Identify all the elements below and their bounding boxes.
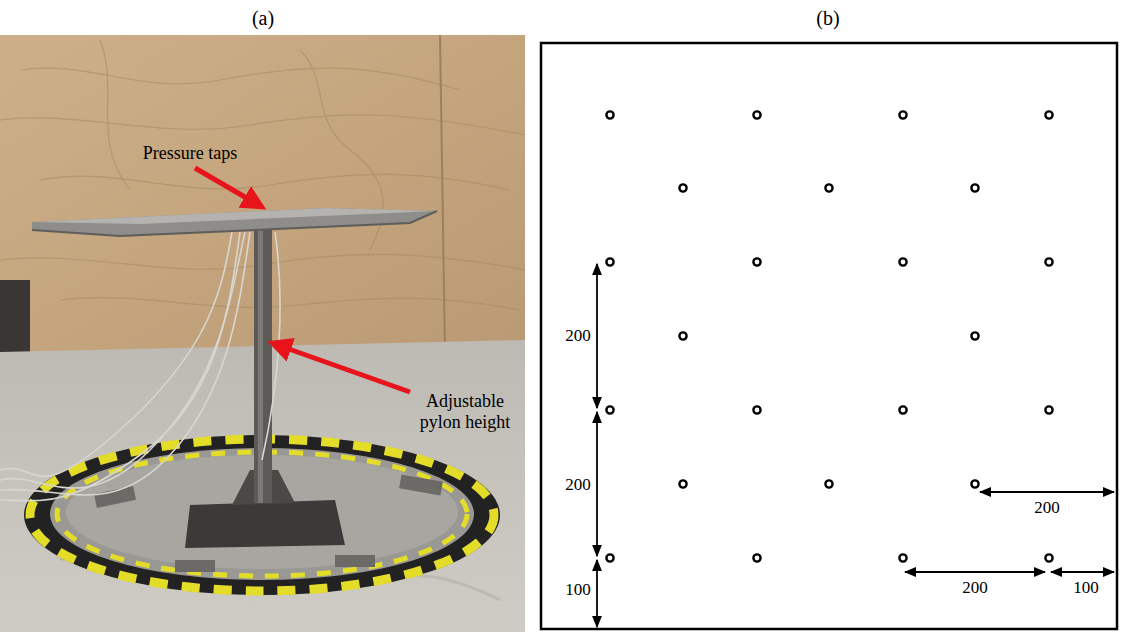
pressure-tap <box>899 258 906 265</box>
dimension-label: 100 <box>1071 578 1101 598</box>
callout-arrow <box>272 343 410 392</box>
pressure-tap <box>1045 258 1052 265</box>
pressure-tap <box>1045 554 1052 561</box>
panel-label: (b) <box>816 7 839 30</box>
dimension-arrow <box>980 491 1114 493</box>
flat-plate <box>32 208 437 236</box>
pressure-tap <box>825 184 832 191</box>
dimension-label: 100 <box>563 580 593 600</box>
pressure-tap <box>753 258 760 265</box>
pressure-tap <box>679 184 686 191</box>
pressure-tap <box>971 332 978 339</box>
dimension-label: 200 <box>563 475 593 495</box>
pressure-tap <box>606 111 613 118</box>
dimension-label: 200 <box>1032 498 1062 518</box>
pressure-tap <box>679 480 686 487</box>
pressure-tap <box>679 332 686 339</box>
pressure-tap <box>606 406 613 413</box>
dimension-arrow <box>596 560 598 627</box>
dimension-label: 200 <box>563 326 593 346</box>
pressure-tap <box>825 480 832 487</box>
pressure-tap <box>899 406 906 413</box>
panel-label: (a) <box>252 7 274 30</box>
photo <box>0 35 525 632</box>
pylon <box>185 228 345 548</box>
dimension-arrow <box>905 571 1045 573</box>
pressure-tap <box>1045 406 1052 413</box>
pressure-tap <box>753 111 760 118</box>
pressure-tap <box>753 406 760 413</box>
wall-dark-strip <box>0 280 30 360</box>
dimension-label: 200 <box>960 578 990 598</box>
pressure-tap <box>971 480 978 487</box>
dimension-arrow <box>596 412 598 556</box>
pressure-tap <box>606 554 613 561</box>
pressure-tap <box>899 554 906 561</box>
callout-label: Adjustable pylon height <box>409 391 521 432</box>
wall-corner <box>440 35 445 355</box>
pressure-tap <box>971 184 978 191</box>
pressure-tap <box>753 554 760 561</box>
pressure-tap <box>1045 111 1052 118</box>
pressure-tap <box>899 111 906 118</box>
panel-frame <box>541 43 1117 629</box>
dimension-arrow <box>596 264 598 408</box>
wires <box>0 232 280 501</box>
callout-arrow <box>195 168 262 207</box>
dimension-lines <box>597 264 1114 627</box>
pressure-tap <box>606 258 613 265</box>
callout-label: Pressure taps <box>143 143 237 164</box>
tap-layout <box>606 111 1052 561</box>
dimension-arrow <box>1051 571 1114 573</box>
